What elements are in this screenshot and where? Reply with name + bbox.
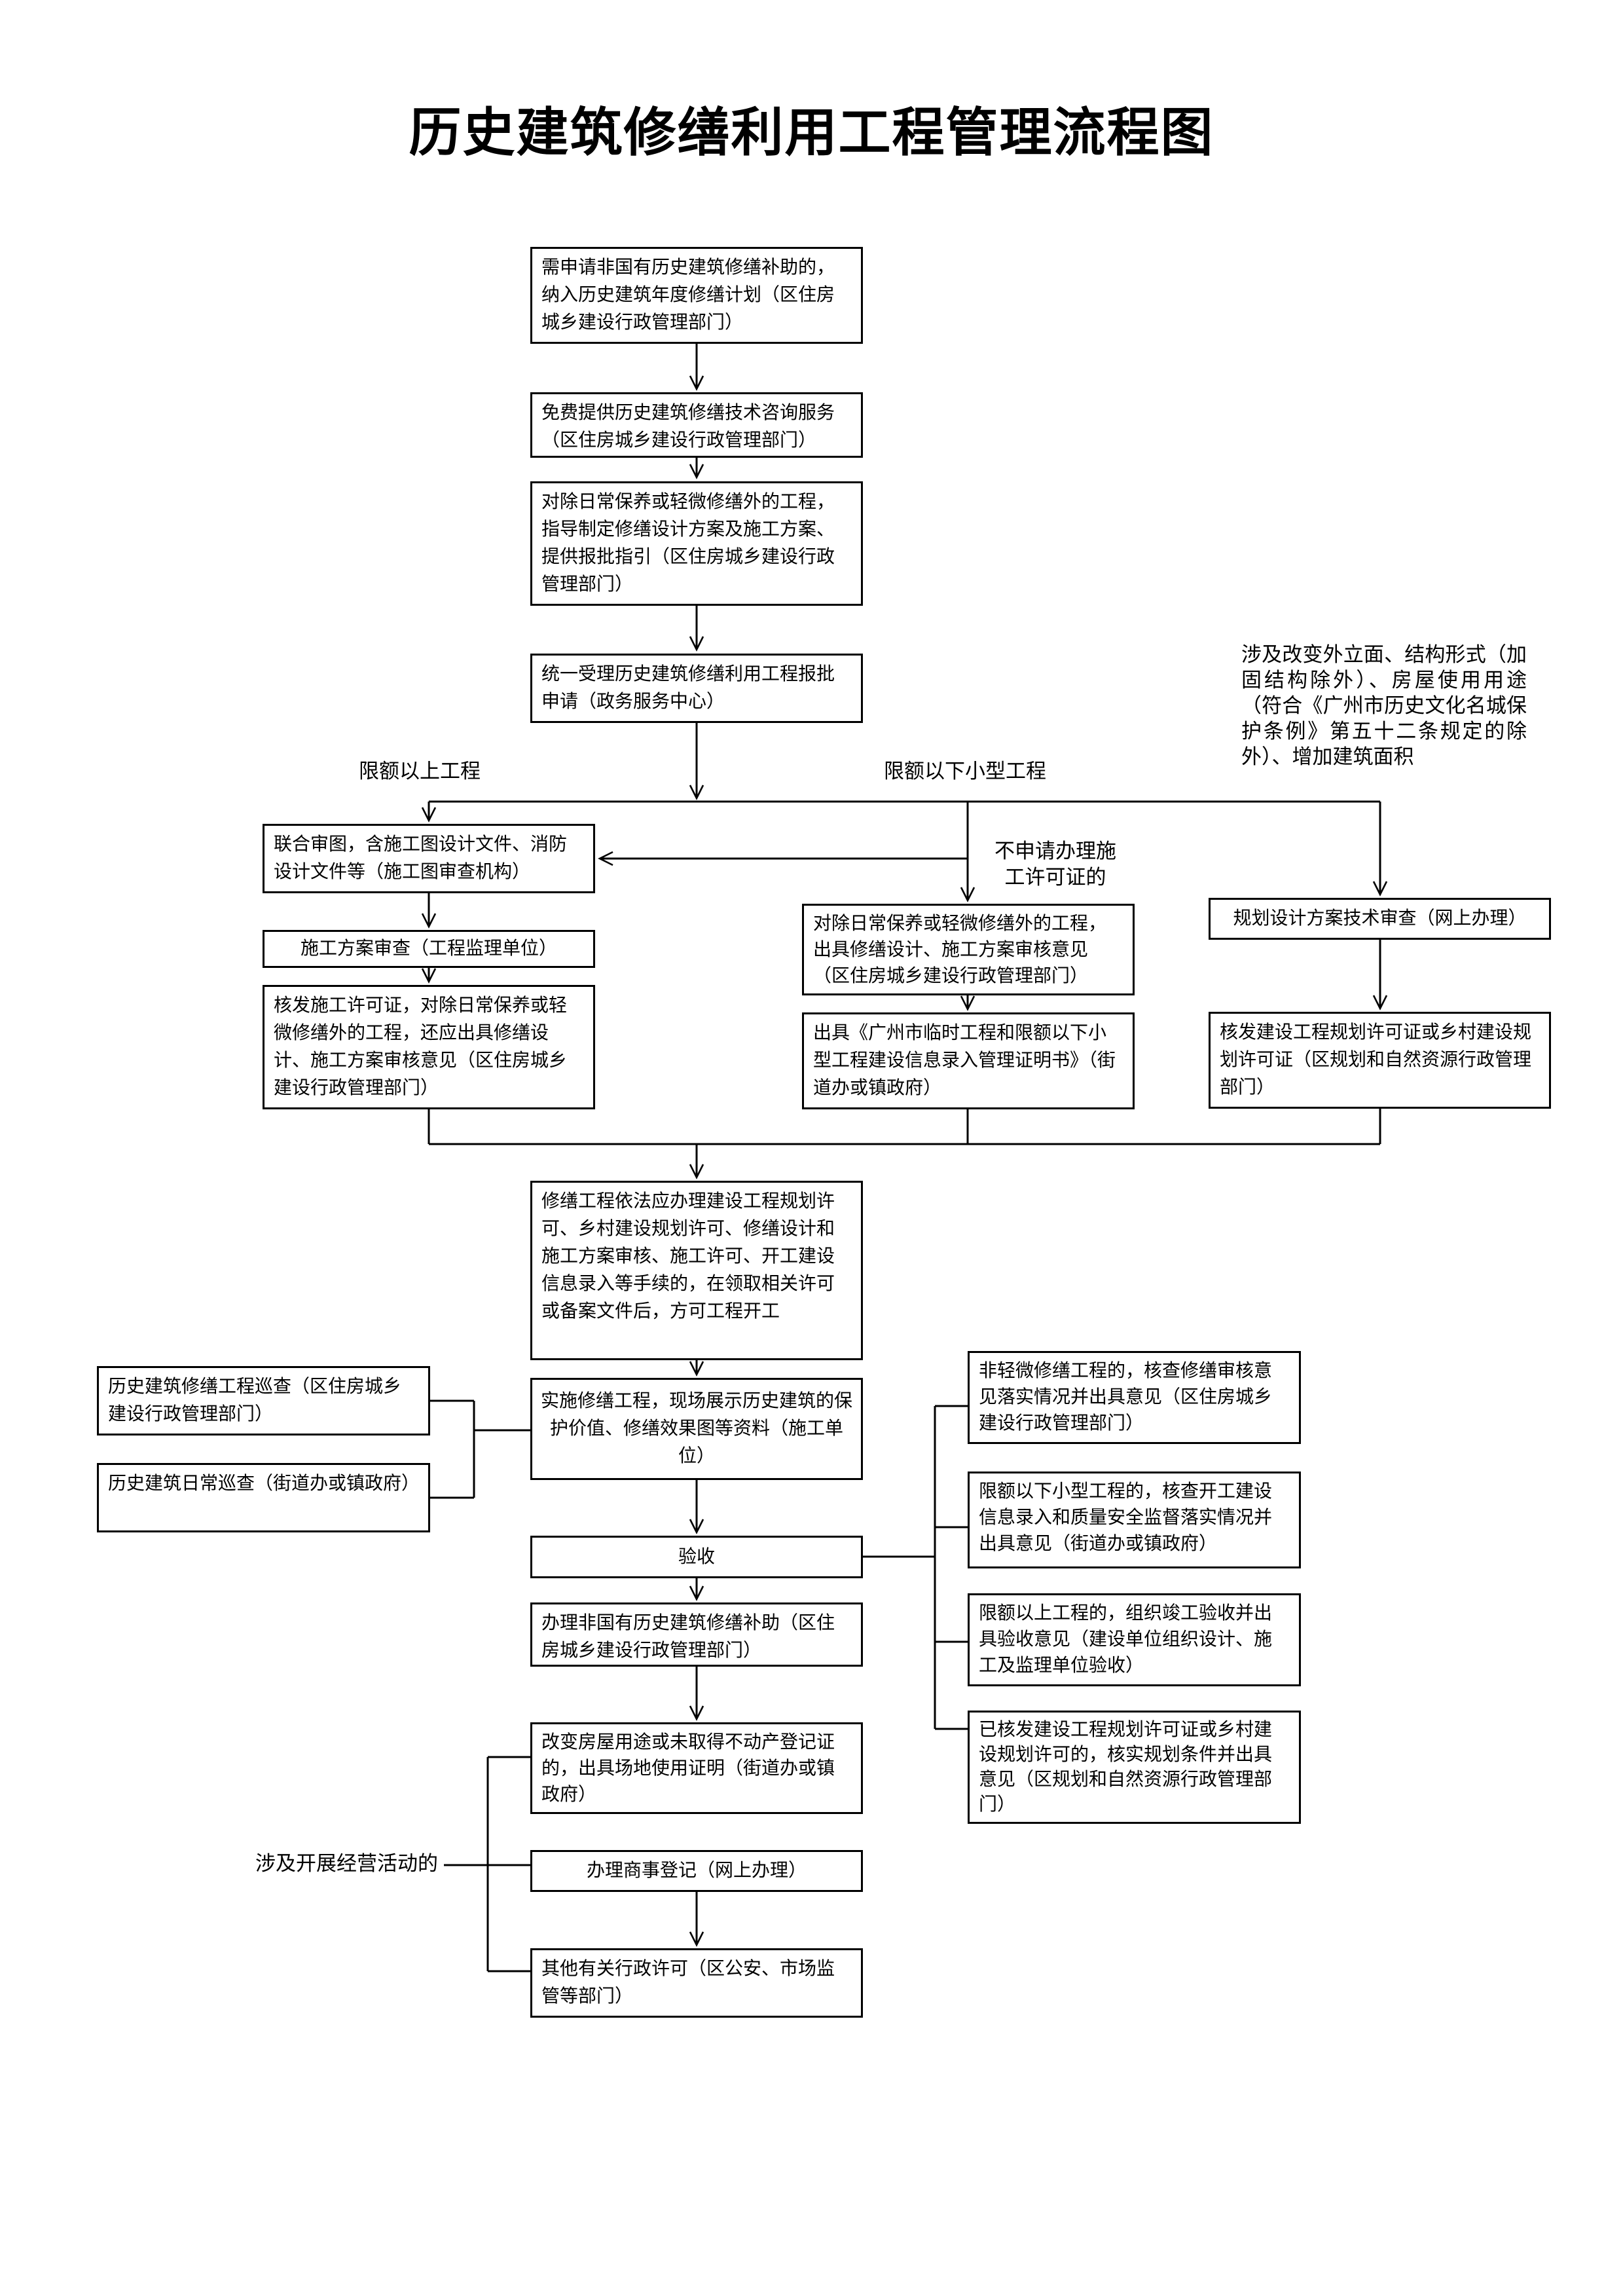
flow-box-free-consult: 免费提供历史建筑修缮技术咨询服务（区住房城乡建设行政管理部门） xyxy=(530,392,863,458)
flow-box-start-work-requirements: 修缮工程依法应办理建设工程规划许可、乡村建设规划许可、修缮设计和施工方案审核、施… xyxy=(530,1181,863,1360)
label-no-construction-permit: 不申请办理施工许可证的 xyxy=(994,840,1116,889)
flow-box-check-repair-opinion: 非轻微修缮工程的，核查修缮审核意见落实情况并出具意见（区住房城乡建设行政管理部门… xyxy=(968,1351,1301,1444)
flow-box-check-large-project: 限额以上工程的，组织竣工验收并出具验收意见（建设单位组织设计、施工及监理单位验收… xyxy=(968,1593,1301,1686)
label-right-branch-condition: 涉及改变外立面、结构形式（加固结构除外）、房屋使用用途（符合《广州市历史文化名城… xyxy=(1241,643,1527,768)
page-title: 历史建筑修缮利用工程管理流程图 xyxy=(409,105,1214,162)
flow-box-handle-subsidy: 办理非国有历史建筑修缮补助（区住房城乡建设行政管理部门） xyxy=(530,1602,863,1667)
flow-box-project-patrol: 历史建筑修缮工程巡查（区住房城乡建设行政管理部门） xyxy=(97,1366,430,1435)
flow-box-apply-subsidy-plan: 需申请非国有历史建筑修缮补助的，纳入历史建筑年度修缮计划（区住房城乡建设行政管理… xyxy=(530,247,863,344)
flow-box-issue-info-cert: 出具《广州市临时工程和限额以下小型工程建设信息录入管理证明书》（街道办或镇政府） xyxy=(802,1012,1135,1109)
flow-box-acceptance: 验收 xyxy=(530,1536,863,1578)
label-business-activity: 涉及开展经营活动的 xyxy=(255,1852,438,1875)
flow-box-guide-scheme: 对除日常保养或轻微修缮外的工程，指导制定修缮设计方案及施工方案、提供报批指引（区… xyxy=(530,481,863,606)
flow-box-other-permits: 其他有关行政许可（区公安、市场监管等部门） xyxy=(530,1948,863,2018)
flow-box-issue-plan-permit: 核发建设工程规划许可证或乡村建设规划许可证（区规划和自然资源行政管理部门） xyxy=(1209,1012,1551,1109)
flow-box-daily-patrol: 历史建筑日常巡查（街道办或镇政府） xyxy=(97,1463,430,1532)
flow-box-unified-accept: 统一受理历史建筑修缮利用工程报批申请（政务服务中心） xyxy=(530,654,863,723)
flow-box-joint-review: 联合审图，含施工图设计文件、消防设计文件等（施工图审查机构） xyxy=(263,824,595,893)
label-above-quota: 限额以上工程 xyxy=(359,760,481,783)
flow-box-business-registration: 办理商事登记（网上办理） xyxy=(530,1850,863,1892)
flow-box-check-plan-condition: 已核发建设工程规划许可证或乡村建设规划许可的，核实规划条件并出具意见（区规划和自… xyxy=(968,1711,1301,1824)
label-below-quota: 限额以下小型工程 xyxy=(884,760,1046,783)
flow-box-check-small-project: 限额以下小型工程的，核查开工建设信息录入和质量安全监督落实情况并出具意见（街道办… xyxy=(968,1472,1301,1568)
flow-box-implement-repair: 实施修缮工程，现场展示历史建筑的保护价值、修缮效果图等资料（施工单位） xyxy=(530,1378,863,1480)
flow-box-site-use-cert: 改变房屋用途或未取得不动产登记证的，出具场地使用证明（街道办或镇政府） xyxy=(530,1722,863,1814)
flow-box-issue-construction-permit: 核发施工许可证，对除日常保养或轻微修缮外的工程，还应出具修缮设计、施工方案审核意… xyxy=(263,985,595,1109)
flow-box-plan-tech-review: 规划设计方案技术审查（网上办理） xyxy=(1209,898,1551,940)
flow-box-scheme-review: 施工方案审查（工程监理单位） xyxy=(263,930,595,968)
flow-box-issue-review-opinion: 对除日常保养或轻微修缮外的工程，出具修缮设计、施工方案审核意见（区住房城乡建设行… xyxy=(802,904,1135,995)
